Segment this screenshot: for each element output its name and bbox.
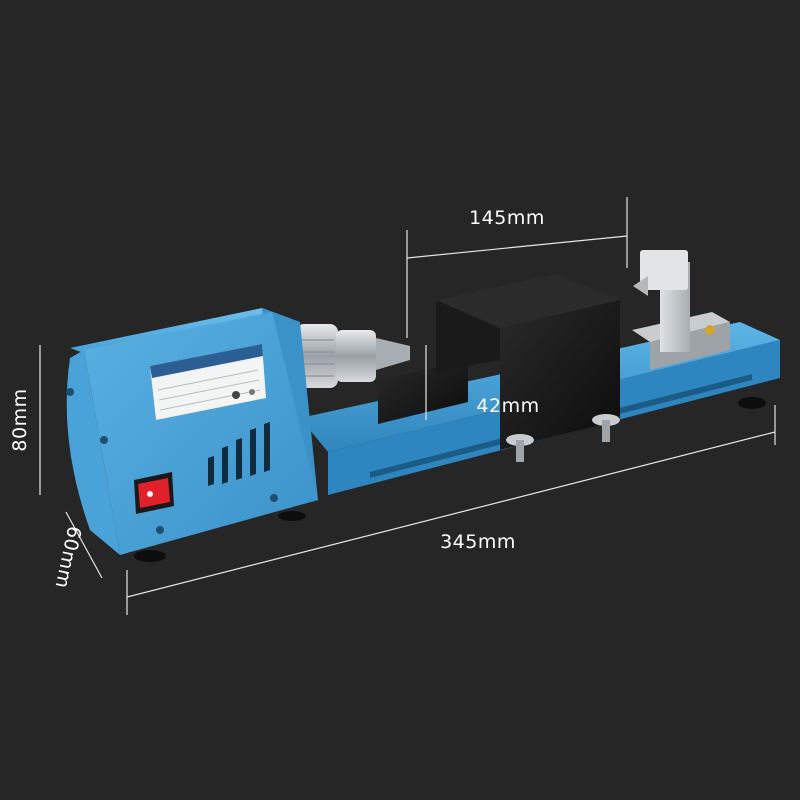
tailstock-screw xyxy=(705,325,715,335)
dim-60-line xyxy=(65,511,103,579)
chuck-jaw-ring xyxy=(336,330,376,382)
tailstock-block xyxy=(640,250,688,290)
dim-145-label: 145mm xyxy=(469,207,545,229)
drill-chuck xyxy=(296,324,410,388)
tool-rest-top xyxy=(436,274,620,328)
power-switch-icon[interactable] xyxy=(134,472,174,514)
screw-icon xyxy=(66,388,74,396)
mode-switch-icon[interactable] xyxy=(232,391,240,399)
indicator-icon xyxy=(249,389,255,395)
headstock-left-cap xyxy=(66,350,120,555)
dim-145-line xyxy=(406,235,628,259)
motor-vent-icon xyxy=(208,422,270,486)
headstock xyxy=(66,308,318,562)
bed-foot-right xyxy=(738,397,766,409)
screw-icon xyxy=(156,526,164,534)
chuck-jaws xyxy=(376,338,410,370)
dim-345-label: 345mm xyxy=(440,531,516,553)
dimension-345-group: 345mm xyxy=(126,405,776,615)
foot-left xyxy=(134,550,166,562)
tailstock xyxy=(632,250,730,370)
dim-345-line xyxy=(126,431,776,598)
dim-60-label: 60mm xyxy=(51,524,86,590)
screw-icon xyxy=(270,494,278,502)
dimension-42-group: 42mm xyxy=(425,345,539,420)
wing-nut-left-icon[interactable] xyxy=(506,434,534,462)
dimension-145-group: 145mm xyxy=(406,197,628,338)
dim-80-label: 80mm xyxy=(9,388,31,451)
wing-nut-right-icon[interactable] xyxy=(592,414,620,442)
tool-rest xyxy=(378,274,620,462)
tool-rest-front xyxy=(500,300,620,450)
dim-42-label: 42mm xyxy=(476,395,539,417)
dimension-80-group: 80mm xyxy=(9,345,41,495)
label-plate-banner xyxy=(150,344,263,378)
tailstock-center-point xyxy=(633,276,648,296)
tool-rest-lower xyxy=(378,360,468,424)
screw-icon xyxy=(100,436,108,444)
spec-label-plate xyxy=(150,344,266,420)
foot-right xyxy=(278,511,306,521)
